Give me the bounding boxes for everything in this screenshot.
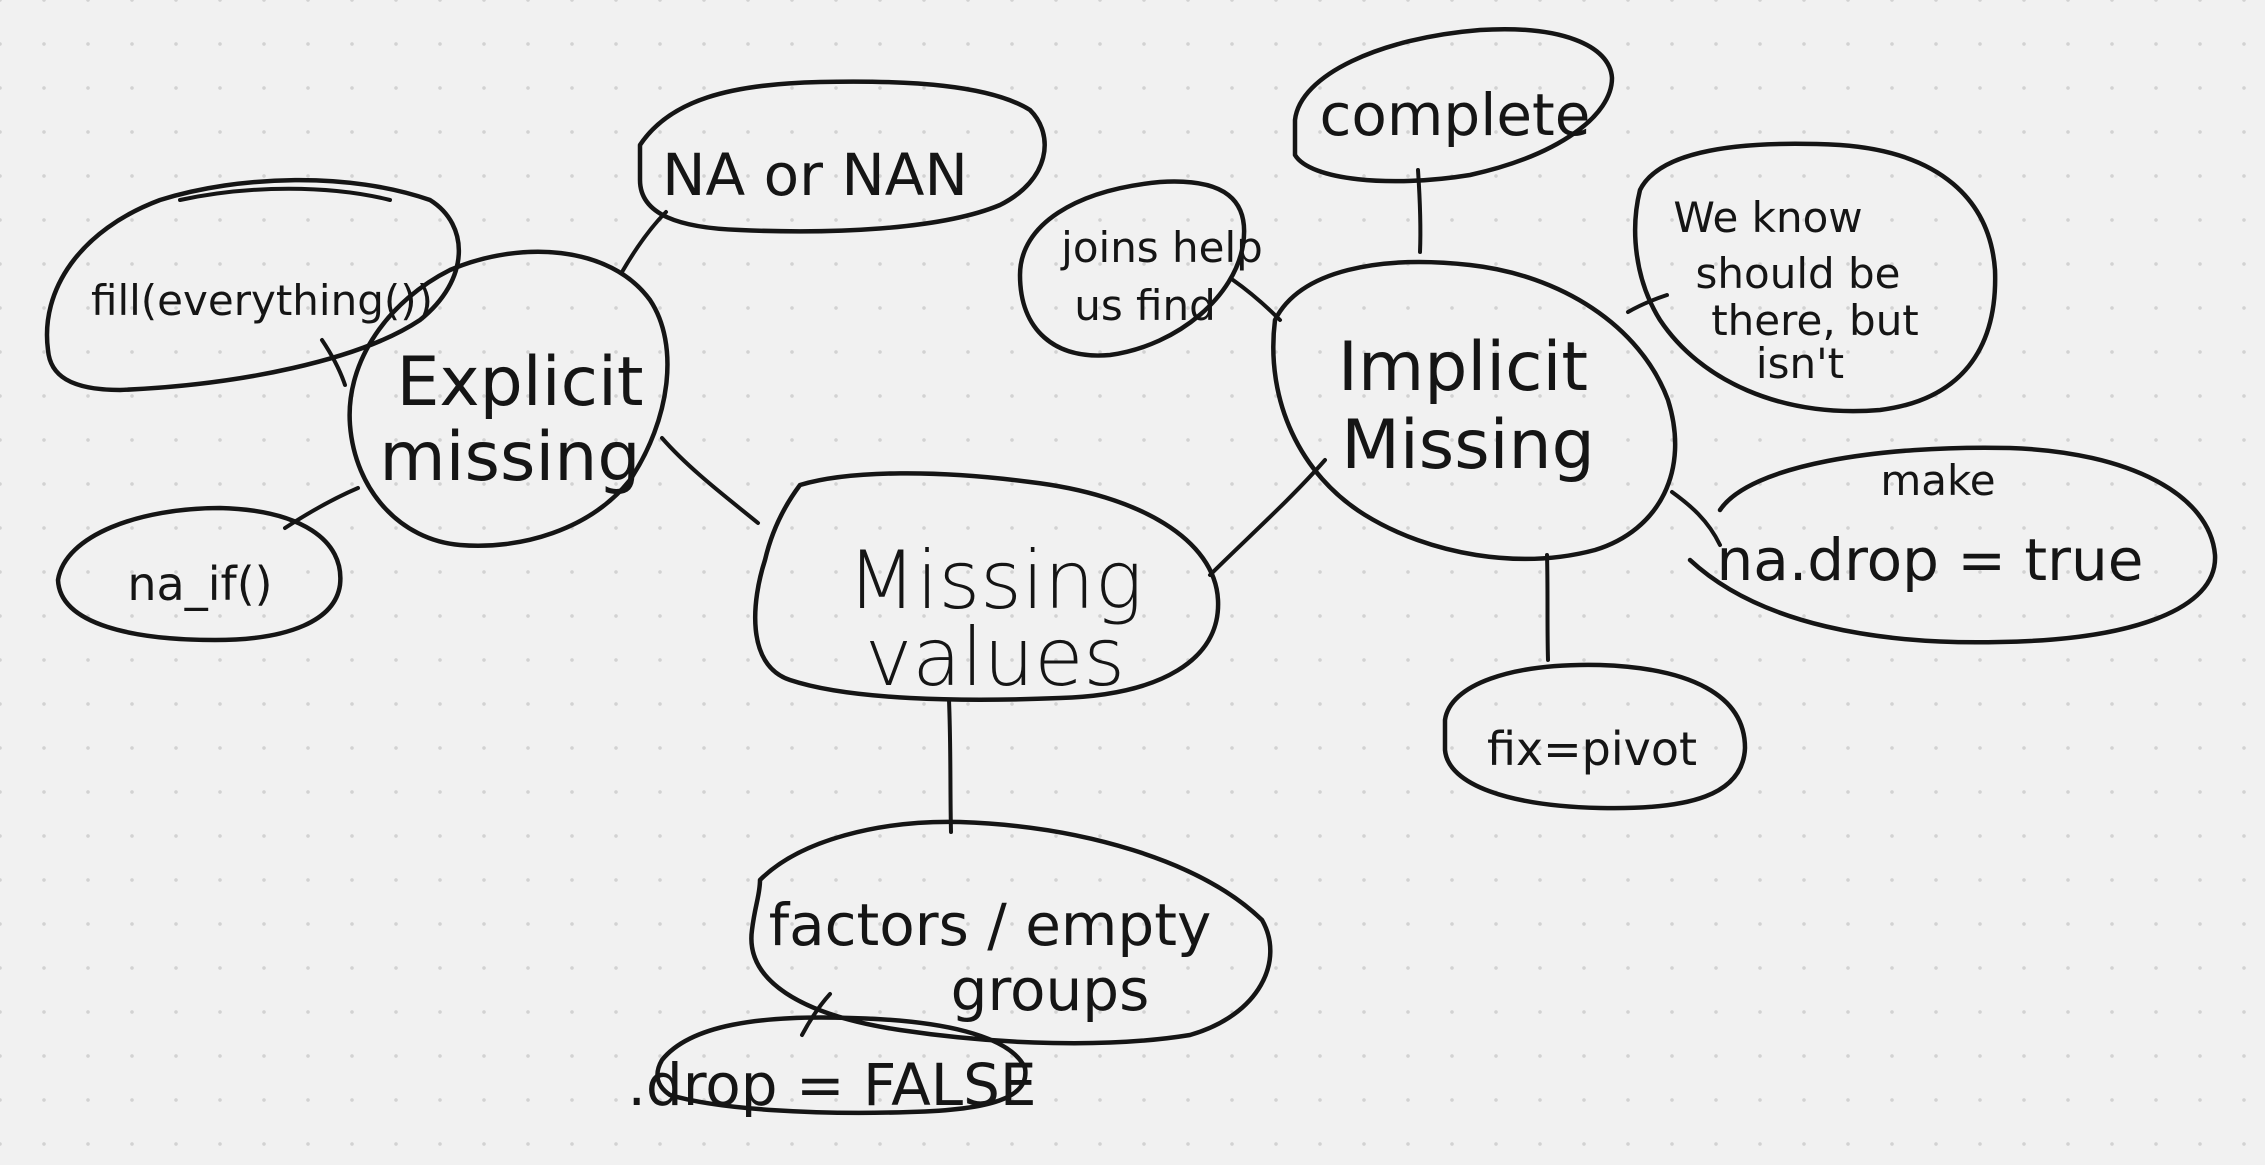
connector-factors-drop [800,992,832,1037]
joins-label-line1: joins help [1060,223,1263,272]
bubble-joins [1017,179,1247,358]
connector-implicit-joins [1231,278,1282,322]
connector-explicit-na-nan [620,210,668,274]
bubbles [44,27,2218,1116]
bubble-fill [44,177,462,393]
center-label-line2: values [865,611,1125,704]
connector-explicit-fill [320,338,347,387]
bubble-explicit [347,249,670,548]
center-label-line1: Missing [847,534,1143,627]
joins-label-line2: us find [1074,281,1216,330]
we-know-label-line2: should be [1696,249,1901,298]
labels: Missing values Explicit missing NA or NA… [91,81,2143,1119]
connector-implicit-fix-pivot [1545,553,1550,662]
connector-implicit-we-know [1626,293,1669,314]
bubble-fix-pivot [1442,662,1748,811]
fill-label: fill(everything()) [91,276,433,325]
connector-center-factors [947,698,953,834]
explicit-label-line2: missing [379,418,640,497]
complete-label: complete [1320,81,1591,149]
na-if-label: na_if() [127,557,272,611]
fix-pivot-label: fix=pivot [1487,722,1697,776]
bubble-center [753,471,1221,702]
factors-label-line2: groups [951,956,1150,1024]
bubble-implicit [1271,259,1678,562]
bubble-fill-scribble [178,186,392,202]
bubble-na-if [55,505,343,643]
connector-center-explicit [660,436,760,525]
implicit-label-line1: Implicit [1338,328,1588,407]
explicit-label-line1: Explicit [396,343,643,422]
drop-false-label: .drop = FALSE [627,1051,1036,1119]
we-know-label-line1: We know [1673,193,1862,242]
connector-explicit-na-if [283,486,360,530]
make-label: make [1880,456,1995,505]
bubble-make [1687,445,2218,645]
bubble-drop-false [655,1015,1028,1116]
connector-center-implicit [1208,458,1327,577]
we-know-label-line3: there, but [1711,296,1919,345]
implicit-label-line2: Missing [1341,406,1595,485]
we-know-label-line4: isn't [1756,339,1844,388]
bubble-na-nan [637,79,1047,234]
bubble-complete [1292,27,1615,184]
connector-lines [283,168,1722,1037]
bubble-factors [749,819,1273,1046]
bubble-we-know [1632,141,1998,414]
factors-label-line1: factors / empty [769,891,1212,959]
na-drop-label: na.drop = true [1717,526,2144,594]
connector-implicit-make [1670,490,1722,547]
na-nan-label: NA or NAN [662,141,968,209]
